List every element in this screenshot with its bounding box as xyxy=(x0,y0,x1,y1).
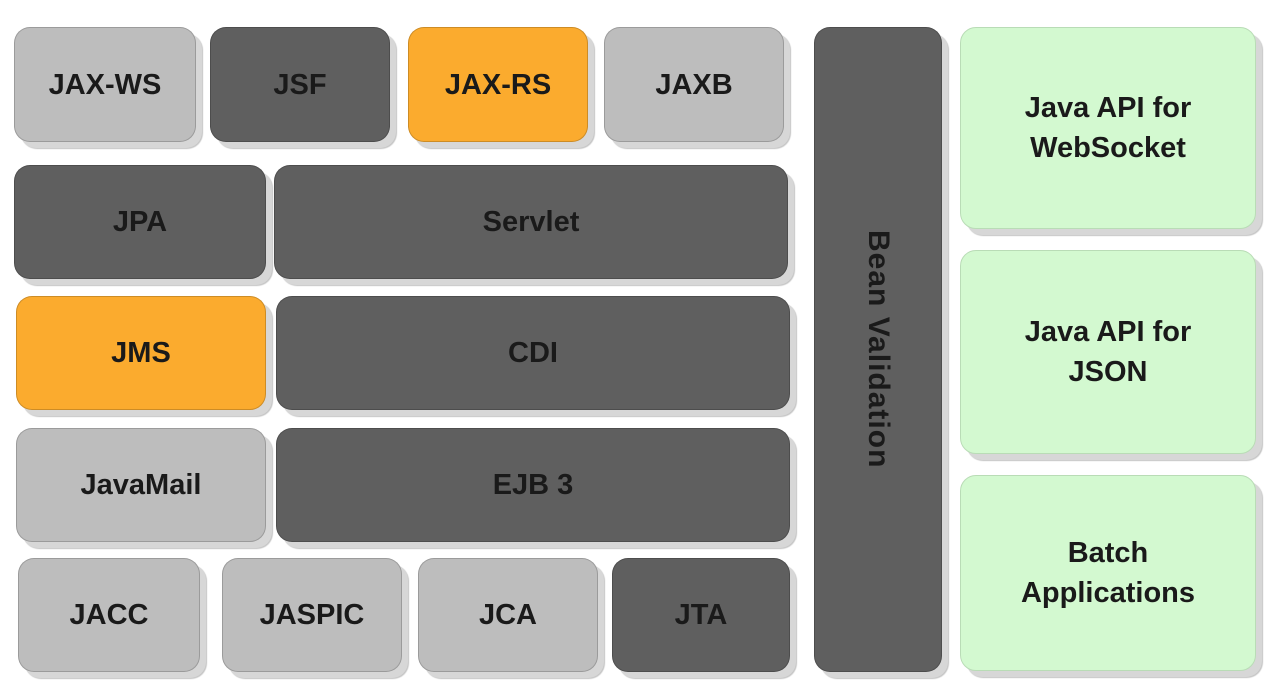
jsf-box: JSF xyxy=(210,27,390,142)
jaxb-box: JAXB xyxy=(604,27,784,142)
jaspic-box: JASPIC xyxy=(222,558,402,672)
jta-box: JTA xyxy=(612,558,790,672)
json-api-box: Java API for JSON xyxy=(960,250,1256,454)
jax-ws-box: JAX-WS xyxy=(14,27,196,142)
batch-applications-label: Batch Applications xyxy=(1020,537,1195,609)
jca-box: JCA xyxy=(418,558,598,672)
jaxb-label: JAXB xyxy=(655,68,733,101)
jacc-label: JACC xyxy=(69,599,149,631)
ejb3-label: EJB 3 xyxy=(492,469,574,501)
jax-ws-label: JAX-WS xyxy=(48,68,162,101)
javamail-label: JavaMail xyxy=(80,469,202,501)
websocket-api-label: Java API for WebSocket xyxy=(1024,92,1192,164)
jax-rs-label: JAX-RS xyxy=(444,68,552,101)
json-api-label: Java API for JSON xyxy=(1024,316,1192,388)
jsf-label: JSF xyxy=(273,68,327,101)
jpa-box: JPA xyxy=(14,165,266,279)
jms-box: JMS xyxy=(16,296,266,410)
bean-validation-label: Bean Validation xyxy=(862,230,895,469)
batch-applications-box: Batch Applications xyxy=(960,475,1256,671)
bean-validation-box: Bean Validation xyxy=(814,27,942,672)
jms-label: JMS xyxy=(111,337,171,369)
jpa-label: JPA xyxy=(112,206,168,238)
jaspic-label: JASPIC xyxy=(259,599,365,631)
javamail-box: JavaMail xyxy=(16,428,266,542)
cdi-box: CDI xyxy=(276,296,790,410)
jacc-box: JACC xyxy=(18,558,200,672)
servlet-box: Servlet xyxy=(274,165,788,279)
servlet-label: Servlet xyxy=(482,206,580,238)
ejb3-box: EJB 3 xyxy=(276,428,790,542)
jca-label: JCA xyxy=(478,599,537,631)
websocket-api-box: Java API for WebSocket xyxy=(960,27,1256,229)
jta-label: JTA xyxy=(674,599,728,631)
cdi-label: CDI xyxy=(508,337,558,369)
jax-rs-box: JAX-RS xyxy=(408,27,588,142)
